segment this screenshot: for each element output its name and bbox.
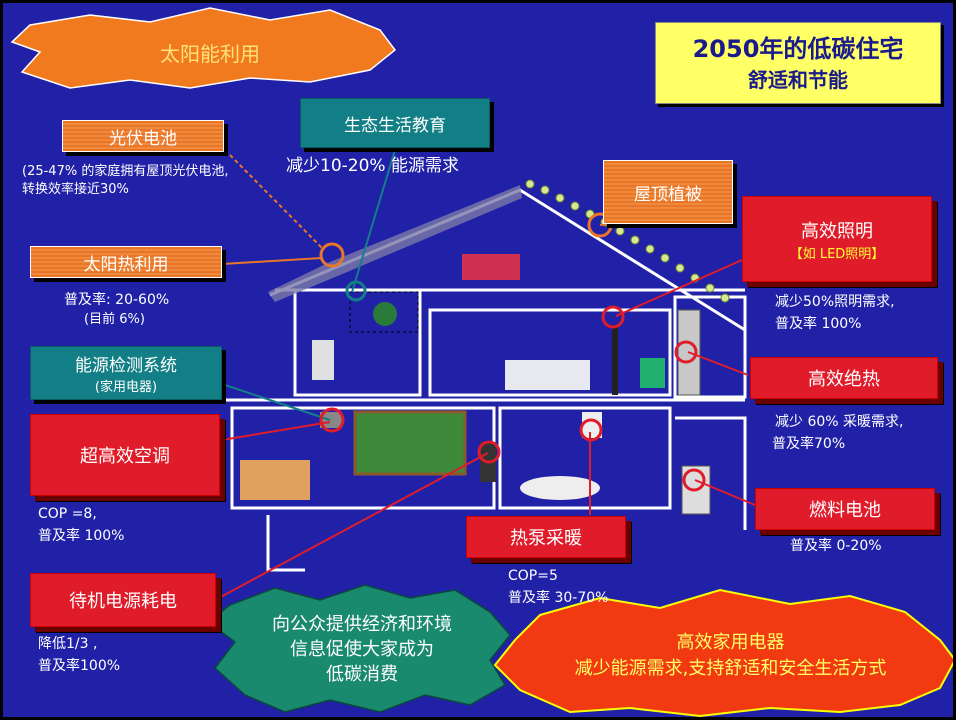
insulation-box: 高效绝热 xyxy=(750,357,938,399)
standby-desc-1: 降低1/3 , xyxy=(38,636,98,652)
heatpump-unit xyxy=(582,412,602,438)
insulation-label: 高效绝热 xyxy=(808,369,880,390)
fuelcell-box: 燃料电池 xyxy=(755,488,935,530)
lighting-desc-1: 减少50%照明需求, xyxy=(775,294,895,310)
heatpump-label: 热泵采暖 xyxy=(510,528,582,549)
heatpump-desc-2: 普及率 30-70% xyxy=(508,590,609,606)
appliance-line-2: 减少能源需求,支持舒适和安全生活方式 xyxy=(574,658,887,679)
kitchen-scene xyxy=(240,460,310,500)
solar-label: 太阳能利用 xyxy=(160,42,260,66)
solar-heat-desc-1: 普及率: 20-60% xyxy=(64,292,170,308)
ac-desc-1: COP =8, xyxy=(38,506,97,522)
insulation-desc-1: 减少 60% 采暖需求, xyxy=(775,414,904,430)
bed-icon xyxy=(505,360,590,390)
insulation-desc-2: 普及率70% xyxy=(772,436,846,452)
robot-icon xyxy=(312,340,334,380)
monitor-box: 能源检测系统 (家用电器) xyxy=(30,346,222,400)
standby-desc-2: 普及率100% xyxy=(38,658,121,674)
public-info-line-2: 信息促使大家成为 xyxy=(290,639,434,660)
solar-heat-label: 太阳热利用 xyxy=(83,254,169,275)
public-info-text: 向公众提供经济和环境 信息促使大家成为 低碳消费 xyxy=(232,612,492,687)
pv-box: 光伏电池 xyxy=(62,120,224,152)
monitor-sub: (家用电器) xyxy=(94,380,158,395)
heatpump-desc-1: COP=5 xyxy=(508,568,558,584)
highlight-circles xyxy=(319,212,706,492)
page-title: 2050年的低碳住宅 xyxy=(692,35,904,63)
standby-label: 待机电源耗电 xyxy=(69,591,177,612)
heatpump-box: 热泵采暖 xyxy=(466,516,626,558)
lamp-icon xyxy=(612,325,618,395)
ac-box: 超高效空调 xyxy=(30,414,220,496)
cabinet-icon xyxy=(640,358,665,388)
eco-edu-desc: 减少10-20% 能源需求 xyxy=(286,156,459,176)
ac-desc-2: 普及率 100% xyxy=(38,528,125,544)
ac-label: 超高效空调 xyxy=(80,446,170,467)
eco-edu-box: 生态生活教育 xyxy=(300,98,490,148)
lighting-box: 高效照明 【如 LED照明】 xyxy=(742,196,932,282)
eco-edu-label: 生态生活教育 xyxy=(344,115,446,136)
title-box: 2050年的低碳住宅 舒适和节能 xyxy=(655,22,941,104)
public-info-line-3: 低碳消费 xyxy=(326,664,398,685)
lighting-desc-2: 普及率 100% xyxy=(775,316,862,332)
connector-lines xyxy=(214,149,756,601)
appliance-text: 高效家用电器 减少能源需求,支持舒适和安全生活方式 xyxy=(505,630,956,682)
bathtub-icon xyxy=(520,476,600,500)
globe-icon xyxy=(373,302,397,326)
pv-desc-2: 转换效率接近30% xyxy=(22,182,129,197)
window-garden xyxy=(353,410,467,476)
piano-icon xyxy=(462,254,520,280)
pv-desc-1: (25-47% 的家庭拥有屋顶光伏电池, xyxy=(22,164,229,179)
solar-burst-shape xyxy=(10,7,397,89)
page-subtitle: 舒适和节能 xyxy=(748,68,848,92)
lighting-label: 高效照明 xyxy=(801,220,873,242)
solar-panel-roof xyxy=(268,185,522,302)
monitor-label: 能源检测系统 xyxy=(75,356,177,376)
green-roof-box: 屋顶植被 xyxy=(603,160,733,224)
ac-unit xyxy=(320,412,342,428)
pv-label: 光伏电池 xyxy=(109,128,177,149)
lighting-sub: 【如 LED照明】 xyxy=(789,246,885,262)
appliance-burst-shape xyxy=(493,588,956,718)
standby-box: 待机电源耗电 xyxy=(30,573,216,627)
fuelcell-desc: 普及率 0-20% xyxy=(790,538,882,554)
public-info-burst-shape xyxy=(206,584,511,713)
fuelcell-label: 燃料电池 xyxy=(809,500,881,521)
solar-heat-box: 太阳热利用 xyxy=(30,246,222,278)
appliance-line-1: 高效家用电器 xyxy=(676,632,785,653)
public-info-line-1: 向公众提供经济和环境 xyxy=(272,614,452,635)
solar-heat-desc-2: (目前 6%) xyxy=(84,312,145,327)
green-roof-label: 屋顶植被 xyxy=(634,184,702,205)
